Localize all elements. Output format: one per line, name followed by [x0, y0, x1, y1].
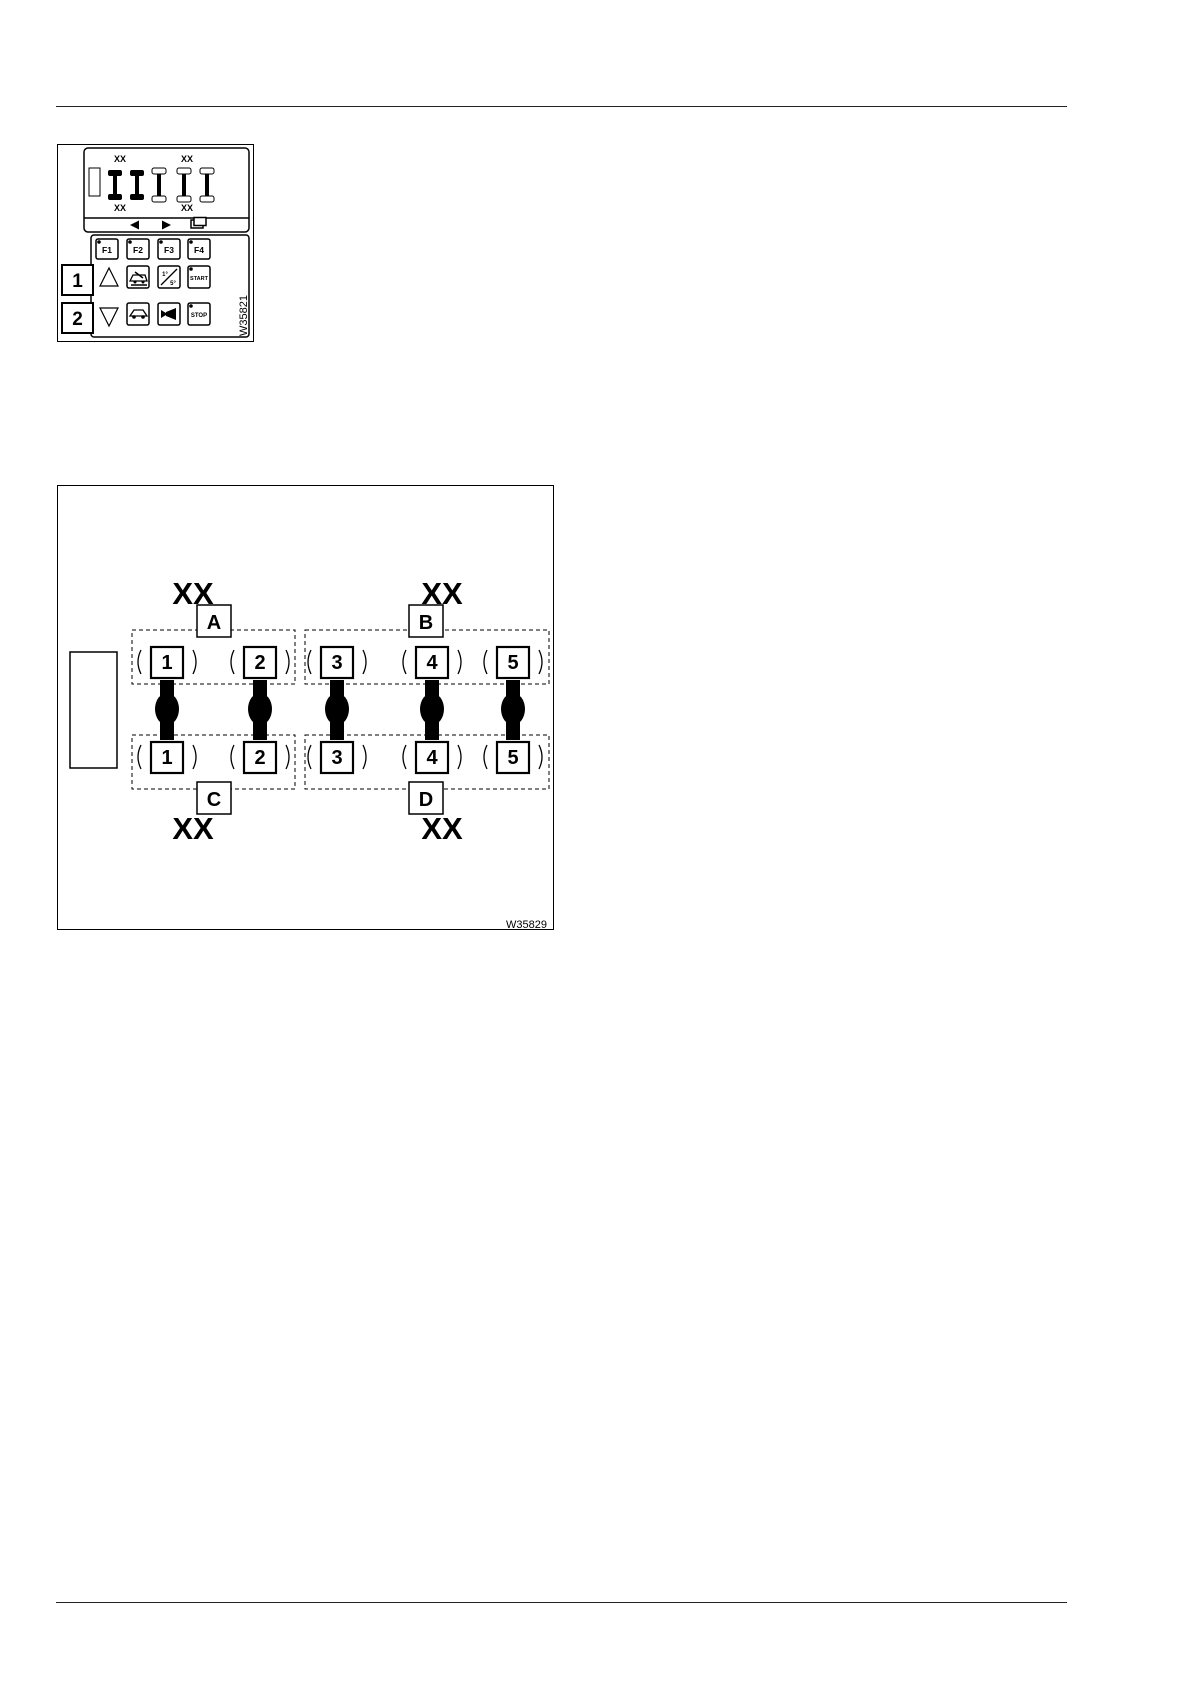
callout-1-label: 1 [72, 271, 83, 292]
inclination-key[interactable]: 1° 5° [158, 266, 180, 288]
f3-key-label: F3 [164, 245, 174, 255]
horn-key[interactable] [158, 303, 180, 325]
group-label-b-text: B [419, 612, 433, 634]
footer-rule [56, 1602, 1067, 1603]
figure2-code: W35829 [506, 919, 547, 930]
stop-key[interactable]: STOP [188, 303, 210, 325]
axle-number: 5 [507, 747, 518, 769]
f4-key-label: F4 [194, 245, 204, 255]
axle-number: 4 [426, 747, 438, 769]
group-label-a: A [197, 605, 231, 637]
group-label-d-text: D [419, 789, 433, 811]
axle-number: 1 [161, 747, 172, 769]
callout-1: 1 [62, 265, 93, 295]
f1-key[interactable]: F1 [96, 239, 118, 259]
inclination-5-label: 5° [170, 281, 176, 287]
display-xx-bottom-2: XX [181, 203, 193, 213]
start-key[interactable]: START [188, 266, 210, 288]
f1-key-label: F1 [102, 245, 112, 255]
vehicle-level-key[interactable] [127, 303, 149, 325]
axle-hub [501, 693, 525, 725]
f3-key[interactable]: F3 [158, 239, 180, 259]
xx-bottom-left: XX [172, 811, 214, 846]
group-label-a-text: A [207, 612, 221, 634]
group-label-c: C [197, 782, 231, 814]
axle-number: 2 [254, 747, 265, 769]
display-panel: XX XX XX XX [84, 148, 249, 232]
display-vehicle-outline [89, 168, 100, 196]
raise-vehicle-key[interactable] [127, 266, 149, 288]
callout-2: 2 [62, 303, 93, 333]
axle-number: 3 [331, 652, 342, 674]
axle-number: 4 [426, 652, 438, 674]
display-xx-bottom-1: XX [114, 203, 126, 213]
axle-number: 2 [254, 652, 265, 674]
menu-windows-icon [191, 218, 206, 229]
group-label-d: D [409, 782, 443, 814]
axle-hub [325, 693, 349, 725]
stop-key-label: STOP [191, 313, 207, 319]
axle-number: 3 [331, 747, 342, 769]
callout-2-label: 2 [72, 309, 83, 330]
inclination-1-label: 1° [162, 272, 168, 278]
axle-number: 5 [507, 652, 518, 674]
xx-bottom-right: XX [421, 811, 463, 846]
vehicle-cab-outline [70, 652, 117, 768]
f4-key[interactable]: F4 [188, 239, 210, 259]
group-label-c-text: C [207, 789, 221, 811]
start-key-label: START [190, 276, 209, 282]
group-label-b: B [409, 605, 443, 637]
header-rule [56, 106, 1067, 107]
axle-number: 1 [161, 652, 172, 674]
axle-hub [420, 693, 444, 725]
axle-hub [248, 693, 272, 725]
control-panel-figure: XX XX XX XX [57, 144, 254, 342]
display-xx-top-2: XX [181, 154, 193, 164]
axle-hub [155, 693, 179, 725]
f2-key[interactable]: F2 [127, 239, 149, 259]
figure1-code: W35821 [238, 295, 250, 336]
display-xx-top-1: XX [114, 154, 126, 164]
f2-key-label: F2 [133, 245, 143, 255]
